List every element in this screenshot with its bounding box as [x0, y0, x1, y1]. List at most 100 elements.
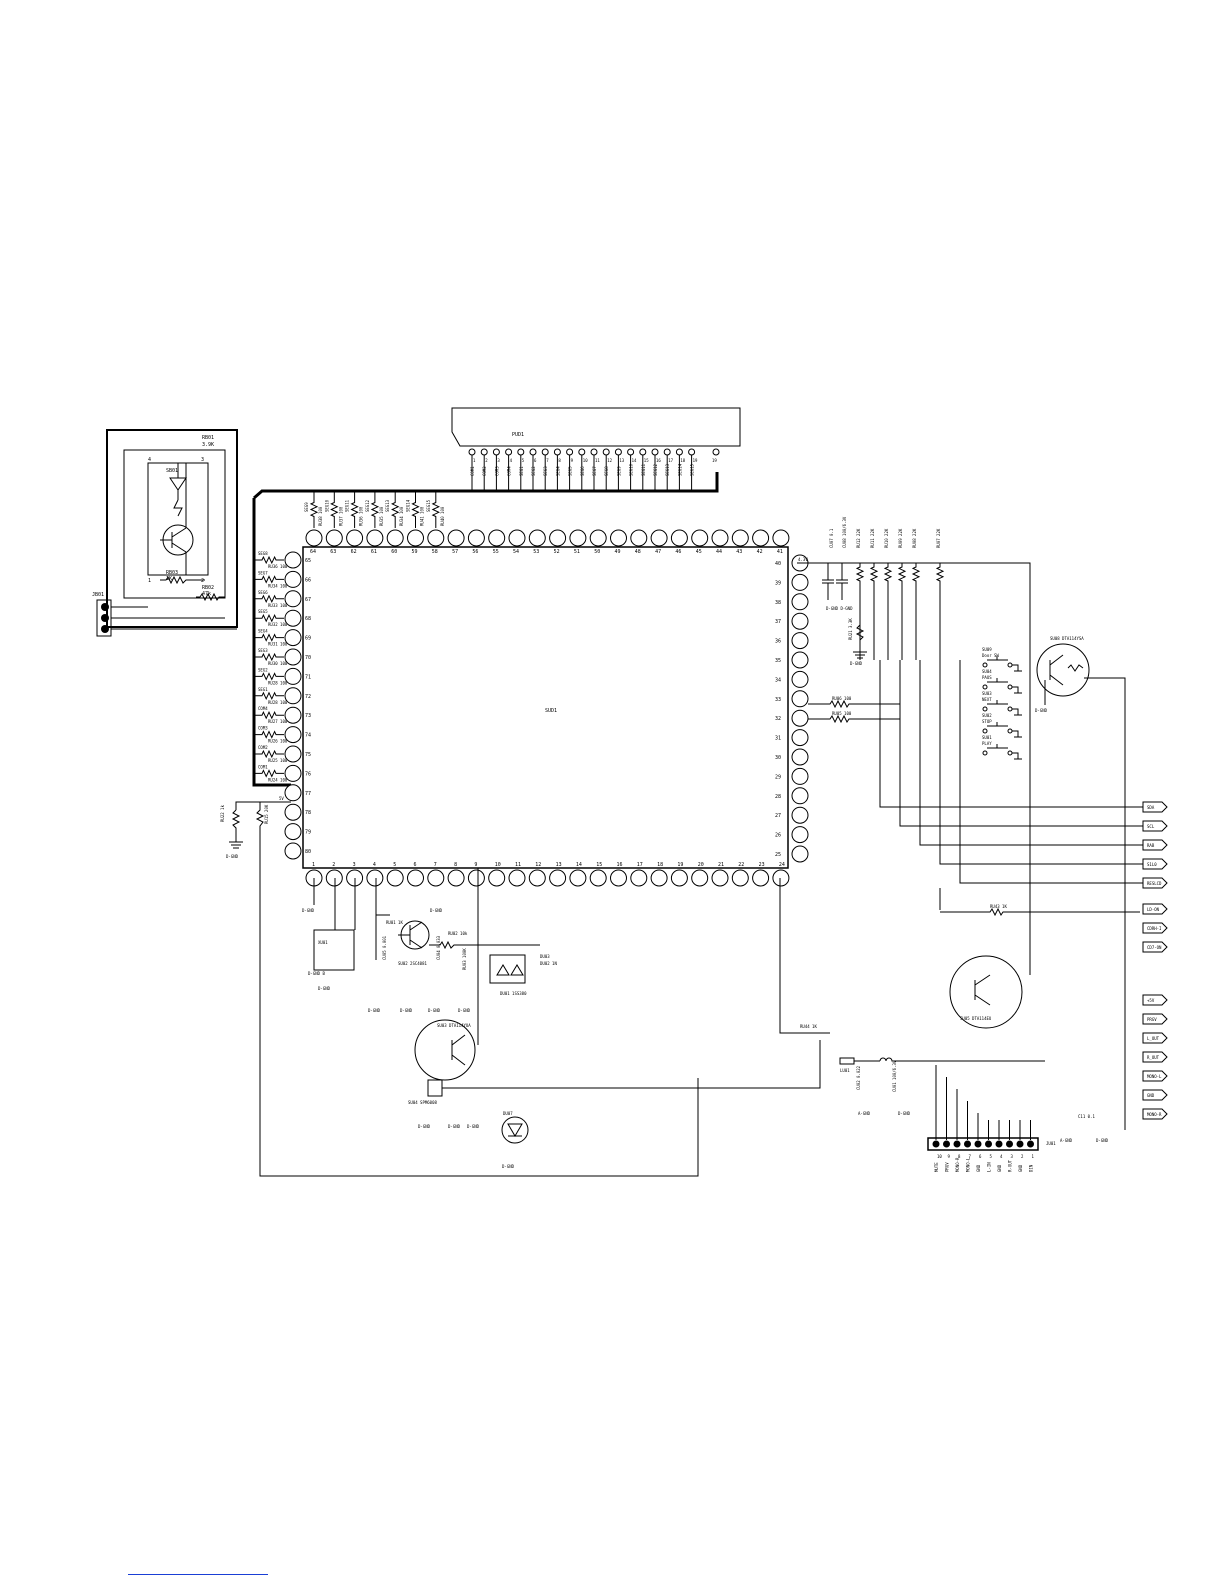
- signal-port-label: MONO-R: [1147, 1112, 1162, 1117]
- ic-pin: [752, 869, 770, 887]
- connector-pin: [964, 1140, 971, 1148]
- signal-port: [1142, 994, 1168, 1006]
- display-pin: [553, 448, 561, 456]
- ic-pin: [284, 842, 302, 860]
- ic-pin: [791, 845, 809, 863]
- connector-pin: [953, 1140, 961, 1148]
- connector-pin: [932, 1140, 940, 1148]
- ic-pin-number: 12: [535, 862, 541, 868]
- ic-pin: [711, 869, 729, 887]
- ic-pin: [386, 529, 404, 547]
- connector-pin-label: MONO-R: [955, 1157, 960, 1172]
- resistor-label: RU38 100: [318, 506, 323, 526]
- display-pin-number: 8: [558, 458, 561, 463]
- resistor-label: RU24 100: [268, 777, 288, 782]
- ic-pin: [284, 667, 302, 685]
- display-pin: [566, 448, 574, 456]
- svg-text:RU15 20K: RU15 20K: [264, 804, 269, 824]
- svg-text:DU01 1SS380: DU01 1SS380: [500, 991, 527, 996]
- ic-pin-number: 56: [472, 549, 478, 555]
- connector-pin-number: 4: [1000, 1154, 1003, 1159]
- resistor-label: RU34 100: [399, 506, 404, 526]
- ic-pin-number: 74: [305, 733, 311, 739]
- svg-text:D-GND: D-GND: [898, 1111, 911, 1116]
- svg-text:D-GND: D-GND: [428, 1008, 441, 1013]
- signal-port: [1142, 801, 1168, 813]
- ic-pin-number: 78: [305, 810, 311, 816]
- resistor-label: RU27 100: [268, 719, 288, 724]
- svg-text:SU04 SPM6008: SU04 SPM6008: [408, 1100, 437, 1105]
- ic-pin: [447, 529, 465, 547]
- ic-pin: [731, 529, 749, 547]
- svg-text:D-GND: D-GND: [400, 1008, 413, 1013]
- ic-pin: [589, 869, 607, 887]
- ic-pin-number: 41: [777, 549, 783, 555]
- svg-text:RB01: RB01: [202, 435, 214, 441]
- svg-text:4.3V: 4.3V: [798, 557, 808, 562]
- segment-label: SEG14: [406, 499, 411, 512]
- ic-pin: [549, 529, 567, 547]
- switch-name: SU01: [982, 735, 992, 740]
- svg-text:RU12 22K: RU12 22K: [856, 528, 861, 548]
- ic-pin-number: 72: [305, 694, 311, 700]
- svg-text:D-GND: D-GND: [226, 854, 239, 859]
- ic-pin: [427, 869, 445, 887]
- connector-pin-number: 10: [937, 1154, 942, 1159]
- signal-port: [1142, 839, 1168, 851]
- ic-pin-number: 66: [305, 577, 311, 583]
- ic-pin: [791, 651, 809, 669]
- connector-pin-number: 7: [969, 1154, 972, 1159]
- display-pin: [688, 448, 696, 456]
- resistor-label: RU37 100: [338, 506, 343, 526]
- display-pin: [492, 448, 500, 456]
- svg-text:D-GND: D-GND: [850, 661, 863, 666]
- resistor-label: RU26 100: [268, 739, 288, 744]
- svg-text:D-GND: D-GND: [467, 1124, 480, 1129]
- svg-text:CU07 0.1: CU07 0.1: [829, 528, 834, 548]
- svg-text:XU01: XU01: [318, 940, 328, 945]
- right-pullup-network: 4.3V CU07 0.1 CU08 100/6.3V RU12 22K RU1…: [797, 516, 1031, 975]
- switch-label: Door SW: [982, 653, 999, 658]
- footer-link-underline[interactable]: [128, 1574, 268, 1575]
- ic-pin-number: 50: [594, 549, 600, 555]
- svg-text:CU05 0.001: CU05 0.001: [382, 935, 387, 960]
- ic-pin: [508, 869, 526, 887]
- svg-text:RU22 1k: RU22 1k: [220, 805, 225, 822]
- signal-port-label: PRGV: [1147, 1017, 1157, 1022]
- ic-pin-number: 62: [351, 549, 357, 555]
- ic-pin-number: 57: [452, 549, 458, 555]
- connector-pin-label: PRGV: [945, 1162, 950, 1172]
- connector-pin-number: 8: [958, 1154, 961, 1159]
- ic-pin-number: 3: [353, 862, 356, 868]
- display-pin-number: 17: [668, 458, 673, 463]
- ic-pin: [284, 629, 302, 647]
- ic-pin-number: 16: [617, 862, 623, 868]
- ic-pin-number: 22: [738, 862, 744, 868]
- svg-text:RU21 3.3K: RU21 3.3K: [848, 618, 853, 640]
- ic-pin: [630, 529, 648, 547]
- display-pin-number: 12: [607, 458, 612, 463]
- ic-pin: [610, 869, 627, 887]
- ic-pin-number: 40: [775, 561, 781, 567]
- ic-pin-number: 13: [556, 862, 562, 868]
- ic-pin-number: 48: [635, 549, 641, 555]
- ic-pin: [791, 670, 809, 688]
- svg-text:RU10 22K: RU10 22K: [884, 528, 889, 548]
- connector-pin-label: GND: [1018, 1164, 1023, 1172]
- ic-pin: [366, 869, 384, 887]
- ic-pin: [691, 529, 709, 547]
- ic-pin-number: 58: [432, 549, 438, 555]
- connector-pin-number: 1: [1032, 1154, 1035, 1159]
- connector-pin-label: L-IN: [987, 1162, 992, 1172]
- connector-pin: [1027, 1140, 1034, 1148]
- svg-text:D-GND: D-GND: [368, 1008, 381, 1013]
- signal-port-label: CDRH-I: [1147, 926, 1162, 931]
- ic-pin-number: 42: [757, 549, 763, 555]
- ic-pin: [284, 803, 302, 821]
- signal-port-label: MONO-L: [1147, 1074, 1162, 1079]
- svg-text:D-GND: D-GND: [1096, 1138, 1109, 1143]
- connector-pin: [1006, 1140, 1013, 1148]
- ic-pin-number: 24: [779, 862, 785, 868]
